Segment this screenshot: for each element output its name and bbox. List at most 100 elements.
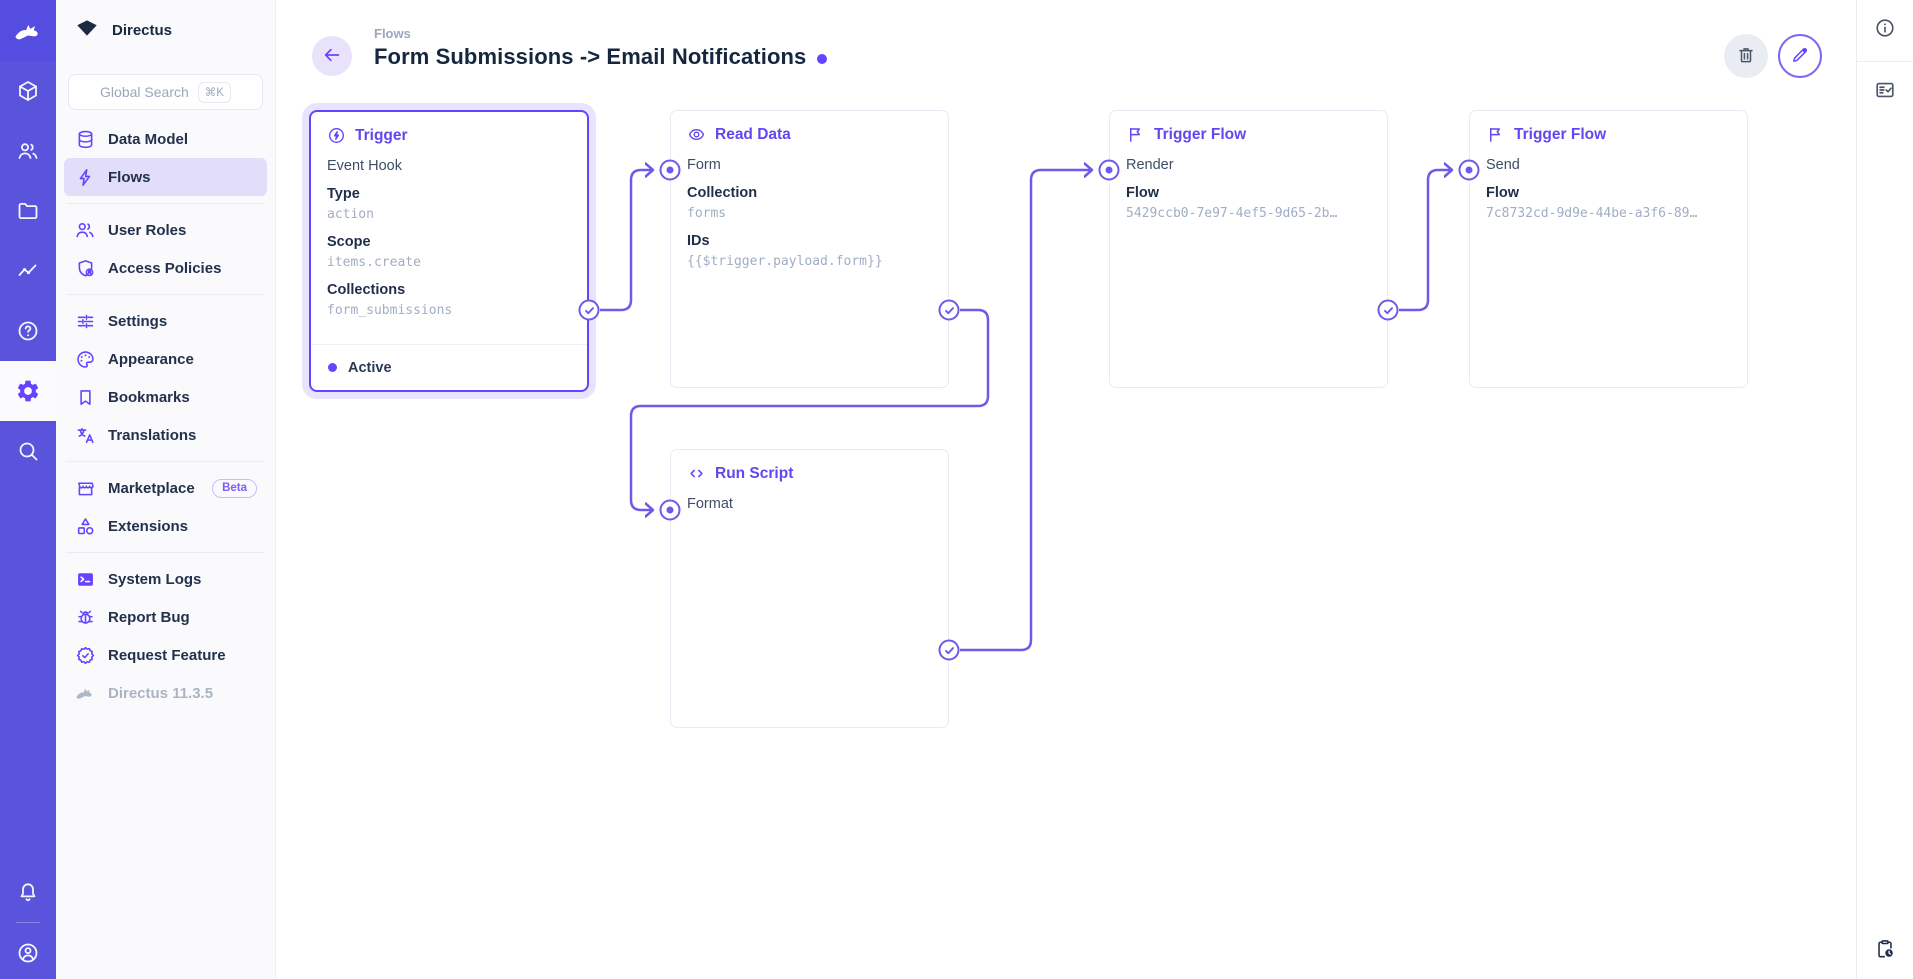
project-logo-icon — [74, 17, 100, 44]
sidebar-item-extensions[interactable]: Extensions — [64, 507, 267, 545]
arrow-left-icon — [321, 44, 343, 69]
field-label: Collections — [327, 282, 571, 298]
sidebar-item-system-logs[interactable]: System Logs — [64, 560, 267, 598]
project-header[interactable]: Directus — [56, 0, 275, 61]
people-icon — [16, 139, 40, 163]
flow-card-trigger-flow-render[interactable]: Trigger FlowRenderFlow5429ccb0-7e97-4ef5… — [1109, 110, 1388, 388]
connector-out-run-script[interactable] — [939, 640, 960, 661]
fact-check-icon — [1874, 79, 1896, 106]
sidebar-item-user-roles[interactable]: User Roles — [64, 211, 267, 249]
field-value: 5429ccb0-7e97-4ef5-9d65-2b… — [1126, 206, 1371, 221]
flow-card-trigger-flow-send[interactable]: Trigger FlowSendFlow7c8732cd-9d9e-44be-a… — [1469, 110, 1748, 388]
module-search[interactable] — [0, 421, 56, 481]
rightbar-info[interactable] — [1857, 0, 1913, 61]
beta-badge: Beta — [212, 479, 257, 498]
sidebar-item-data-model[interactable]: Data Model — [64, 120, 267, 158]
card-status: Active — [311, 344, 587, 390]
check-icon — [943, 304, 955, 316]
help-icon — [16, 319, 40, 343]
module-content[interactable] — [0, 61, 56, 121]
page-header: Flows Form Submissions -> Email Notifica… — [276, 0, 1856, 78]
module-bar — [0, 0, 56, 979]
connector-out-trigger-flow-render[interactable] — [1378, 300, 1399, 321]
connector-in-trigger-flow-send[interactable] — [1459, 160, 1480, 181]
rightbar-logs[interactable] — [1857, 62, 1913, 122]
nav-divider — [66, 294, 265, 295]
card-name: Send — [1486, 157, 1731, 173]
module-files[interactable] — [0, 181, 56, 241]
module-insights[interactable] — [0, 241, 56, 301]
bookmark-icon — [74, 386, 96, 408]
header-actions — [1724, 34, 1822, 78]
bolt-circle-icon — [327, 126, 346, 145]
rightbar-revisions[interactable] — [1874, 938, 1896, 965]
connector-in-run-script[interactable] — [660, 500, 681, 521]
sidebar-item-settings[interactable]: Settings — [64, 302, 267, 340]
sidebar-item-label: Request Feature — [108, 647, 226, 664]
connector-out-read-data[interactable] — [939, 300, 960, 321]
card-type-label: Trigger — [311, 112, 587, 145]
delete-flow-button[interactable] — [1724, 34, 1768, 78]
activity-icon — [16, 259, 40, 283]
flag-icon — [1486, 125, 1505, 144]
wire-run-script-to-trigger-flow-render — [960, 170, 1092, 650]
card-name: Form — [687, 157, 932, 173]
sidebar-item-access-policies[interactable]: Access Policies — [64, 249, 267, 287]
module-notifications[interactable] — [0, 866, 56, 918]
module-users[interactable] — [0, 121, 56, 181]
flow-card-trigger[interactable]: TriggerEvent HookTypeactionScopeitems.cr… — [309, 110, 589, 392]
verified-icon — [74, 644, 96, 666]
search-icon — [16, 439, 40, 463]
card-name: Render — [1126, 157, 1371, 173]
sidebar-item-appearance[interactable]: Appearance — [64, 340, 267, 378]
flow-card-run-script[interactable]: Run ScriptFormat — [670, 449, 949, 728]
field-label: Flow — [1486, 185, 1731, 201]
card-name: Format — [687, 496, 932, 512]
card-type-label: Read Data — [671, 111, 948, 144]
sidebar-item-label: Access Policies — [108, 260, 221, 277]
module-docs[interactable] — [0, 301, 56, 361]
search-placeholder: Global Search — [100, 84, 189, 100]
module-account[interactable] — [0, 927, 56, 979]
sidebar-item-bookmarks[interactable]: Bookmarks — [64, 378, 267, 416]
sidebar-item-marketplace[interactable]: MarketplaceBeta — [64, 469, 267, 507]
back-button[interactable] — [312, 36, 352, 76]
sidebar-item-report-bug[interactable]: Report Bug — [64, 598, 267, 636]
dot-icon — [1466, 167, 1473, 174]
flow-canvas[interactable]: TriggerEvent HookTypeactionScopeitems.cr… — [276, 0, 1856, 979]
directus-logo[interactable] — [0, 0, 56, 61]
edit-flow-button[interactable] — [1778, 34, 1822, 78]
check-icon — [1382, 304, 1394, 316]
database-icon — [74, 128, 96, 150]
global-search-input[interactable]: Global Search ⌘K — [68, 74, 263, 110]
field-value: items.create — [327, 255, 571, 270]
rabbit-icon — [74, 682, 96, 704]
sidebar-item-label: Data Model — [108, 131, 188, 148]
sidebar-item-label: Report Bug — [108, 609, 190, 626]
right-sidebar — [1856, 0, 1913, 979]
breadcrumb[interactable]: Flows — [374, 26, 827, 41]
flag-icon — [1126, 125, 1145, 144]
flow-card-read-data[interactable]: Read DataFormCollectionformsIDs{{$trigge… — [670, 110, 949, 388]
sidebar-item-translations[interactable]: Translations — [64, 416, 267, 454]
module-settings[interactable] — [0, 361, 56, 421]
dot-icon — [1106, 167, 1113, 174]
sidebar-item-request-feature[interactable]: Request Feature — [64, 636, 267, 674]
sidebar-item-label: Extensions — [108, 518, 188, 535]
bolt-icon — [74, 166, 96, 188]
sidebar-item-label: Flows — [108, 169, 151, 186]
sidebar-item-label: Settings — [108, 313, 167, 330]
gear-icon — [15, 378, 41, 404]
module-bar-spacer — [0, 481, 56, 866]
people-icon — [74, 219, 96, 241]
check-icon — [583, 304, 595, 316]
search-shortcut-badge: ⌘K — [198, 82, 231, 103]
sidebar-item-flows[interactable]: Flows — [64, 158, 267, 196]
connector-out-trigger[interactable] — [579, 300, 600, 321]
nav-divider — [66, 203, 265, 204]
connector-in-read-data[interactable] — [660, 160, 681, 181]
connector-in-trigger-flow-render[interactable] — [1099, 160, 1120, 181]
eye-icon — [687, 125, 706, 144]
module-bar-divider — [16, 922, 40, 923]
pencil-icon — [1790, 45, 1810, 68]
